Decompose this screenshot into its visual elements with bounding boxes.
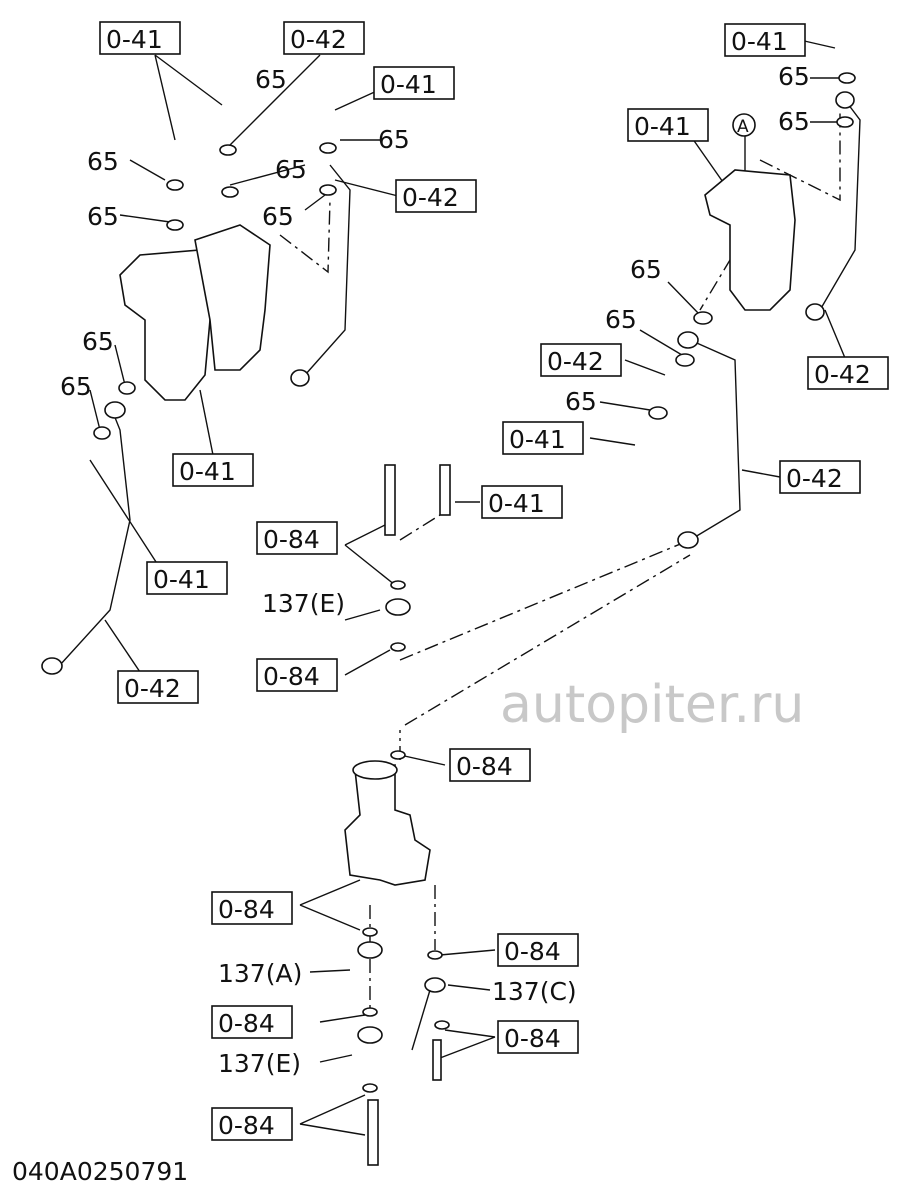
callout-0-41: 0-41 bbox=[99, 21, 181, 55]
svg-text:A: A bbox=[737, 117, 749, 137]
callout-0-41: 0-41 bbox=[481, 485, 563, 519]
callout-0-41: 0-41 bbox=[627, 108, 709, 142]
fuel-pipe-top bbox=[304, 164, 351, 376]
svg-text:0-42: 0-42 bbox=[402, 183, 459, 212]
callout-0-41: 0-41 bbox=[373, 66, 455, 100]
svg-text:0-84: 0-84 bbox=[456, 752, 513, 781]
svg-text:65: 65 bbox=[87, 147, 119, 176]
fuel-filter-left bbox=[119, 249, 216, 401]
svg-text:137(E): 137(E) bbox=[262, 589, 345, 618]
washers bbox=[93, 72, 856, 1093]
bolt bbox=[384, 464, 396, 536]
svg-text:65: 65 bbox=[778, 107, 810, 136]
callout-0-84: 0-84 bbox=[497, 1020, 579, 1054]
callout-0-41: 0-41 bbox=[172, 453, 254, 487]
callout-0-41: 0-41 bbox=[724, 23, 806, 57]
bolt bbox=[432, 1039, 442, 1081]
svg-text:65: 65 bbox=[605, 305, 637, 334]
svg-text:0-42: 0-42 bbox=[814, 360, 871, 389]
watermark: autopiter.ru bbox=[500, 675, 804, 735]
svg-text:0-84: 0-84 bbox=[218, 1009, 275, 1038]
callout-0-84: 0-84 bbox=[211, 1107, 293, 1141]
reference-mark-a: A bbox=[732, 113, 756, 137]
fuel-pipe-left bbox=[59, 409, 131, 666]
svg-text:65: 65 bbox=[565, 387, 597, 416]
svg-text:65: 65 bbox=[378, 125, 410, 154]
svg-text:0-41: 0-41 bbox=[153, 565, 210, 594]
callout-0-42: 0-42 bbox=[283, 21, 365, 55]
fuel-pipe-mid bbox=[689, 339, 741, 541]
svg-text:0-41: 0-41 bbox=[179, 457, 236, 486]
leader-lines bbox=[89, 39, 846, 1136]
callout-0-41: 0-41 bbox=[502, 421, 584, 455]
fuel-filter-left-2 bbox=[194, 224, 271, 371]
svg-text:65: 65 bbox=[778, 62, 810, 91]
svg-text:0-41: 0-41 bbox=[509, 425, 566, 454]
parts bbox=[41, 72, 861, 1166]
fuel-filter-right bbox=[704, 169, 796, 311]
callout-0-42: 0-42 bbox=[117, 670, 199, 704]
svg-text:0-41: 0-41 bbox=[634, 112, 691, 141]
svg-text:0-41: 0-41 bbox=[731, 27, 788, 56]
callout-0-84: 0-84 bbox=[449, 748, 531, 782]
svg-text:0-42: 0-42 bbox=[547, 347, 604, 376]
svg-text:0-42: 0-42 bbox=[786, 464, 843, 493]
bolt bbox=[439, 464, 451, 516]
callout-0-84: 0-84 bbox=[211, 891, 293, 925]
svg-text:137(A): 137(A) bbox=[218, 959, 302, 988]
callout-labels: 0-41 0-42 0-41 0-42 0-41 0-41 0-42 0-84 … bbox=[99, 21, 889, 1141]
bolt bbox=[367, 1099, 379, 1166]
svg-text:65: 65 bbox=[87, 202, 119, 231]
svg-text:65: 65 bbox=[255, 65, 287, 94]
svg-text:0-41: 0-41 bbox=[106, 25, 163, 54]
svg-text:137(C): 137(C) bbox=[492, 977, 577, 1006]
callout-0-84: 0-84 bbox=[497, 933, 579, 967]
part-number-labels: 65 65 65 65 65 65 65 65 65 65 65 65 65 1… bbox=[60, 62, 810, 1078]
svg-text:65: 65 bbox=[630, 255, 662, 284]
svg-text:0-84: 0-84 bbox=[263, 525, 320, 554]
svg-text:65: 65 bbox=[82, 327, 114, 356]
svg-text:0-84: 0-84 bbox=[218, 1111, 275, 1140]
callout-0-41: 0-41 bbox=[146, 561, 228, 595]
callout-0-84: 0-84 bbox=[211, 1005, 293, 1039]
svg-text:65: 65 bbox=[60, 372, 92, 401]
callout-0-84: 0-84 bbox=[256, 521, 338, 555]
svg-text:0-42: 0-42 bbox=[290, 25, 347, 54]
svg-text:0-84: 0-84 bbox=[218, 895, 275, 924]
svg-text:0-84: 0-84 bbox=[263, 662, 320, 691]
callout-0-42: 0-42 bbox=[779, 460, 861, 494]
svg-text:65: 65 bbox=[275, 155, 307, 184]
svg-text:0-41: 0-41 bbox=[488, 489, 545, 518]
svg-text:0-42: 0-42 bbox=[124, 674, 181, 703]
priming-pump bbox=[344, 764, 431, 886]
svg-text:0-84: 0-84 bbox=[504, 937, 561, 966]
callout-0-42: 0-42 bbox=[807, 356, 889, 390]
svg-text:137(E): 137(E) bbox=[218, 1049, 301, 1078]
diagram-id: 040A0250791 bbox=[12, 1157, 188, 1186]
svg-text:0-84: 0-84 bbox=[504, 1024, 561, 1053]
svg-text:65: 65 bbox=[262, 202, 294, 231]
callout-0-42: 0-42 bbox=[540, 343, 622, 377]
svg-text:0-41: 0-41 bbox=[380, 70, 437, 99]
fuel-pipe-right bbox=[819, 99, 861, 311]
callout-0-84: 0-84 bbox=[256, 658, 338, 692]
callout-0-42: 0-42 bbox=[395, 179, 477, 213]
